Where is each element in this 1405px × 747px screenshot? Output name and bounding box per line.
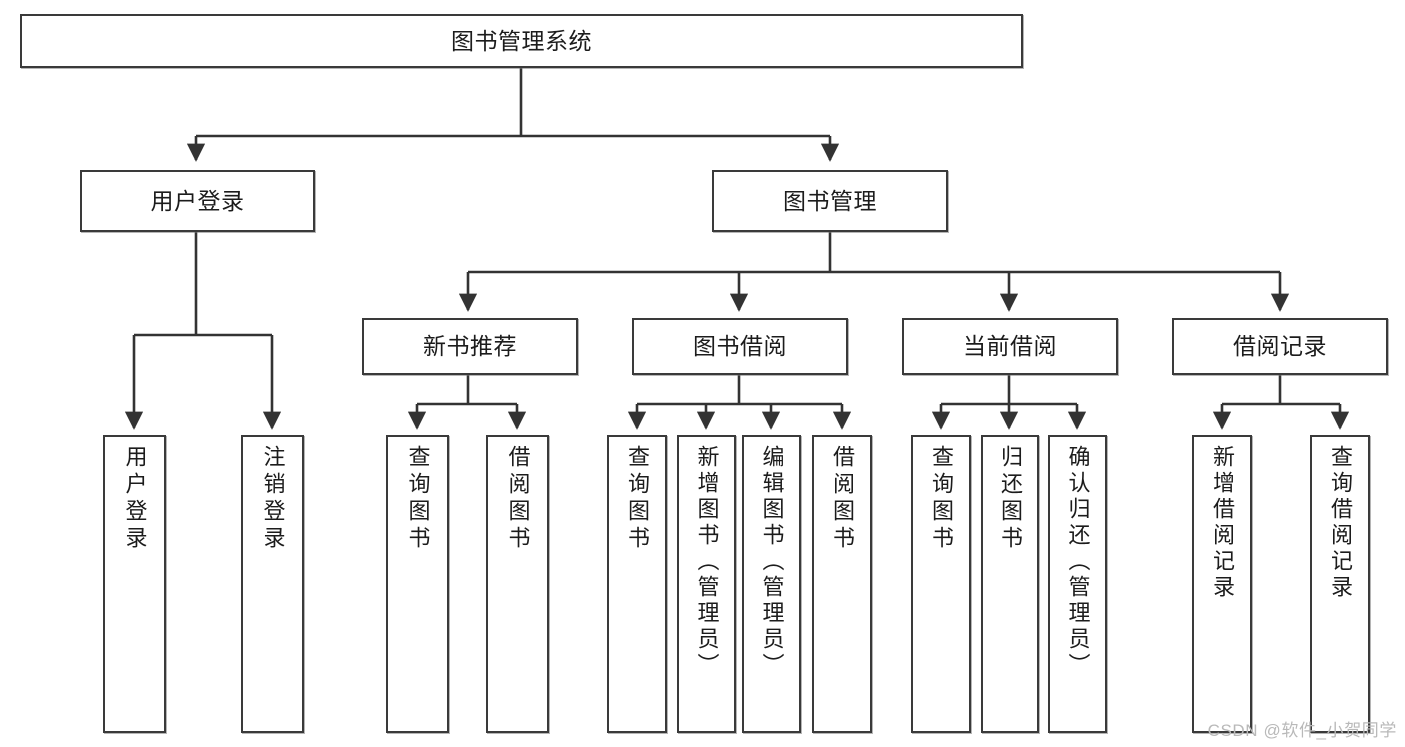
node-label: 编辑图书（管理员） xyxy=(759,445,785,679)
node-label: 查询图书 xyxy=(625,445,650,553)
leaf-borrow-record-query[interactable]: 查询借阅记录 xyxy=(1310,435,1370,733)
leaf-book-borrow-edit[interactable]: 编辑图书（管理员） xyxy=(742,435,801,733)
node-book-borrow[interactable]: 图书借阅 xyxy=(632,318,848,375)
node-label: 确认归还（管理员） xyxy=(1065,445,1091,679)
node-label: 用户登录 xyxy=(122,445,148,553)
leaf-new-book-query[interactable]: 查询图书 xyxy=(386,435,449,733)
node-label: 归还图书 xyxy=(998,445,1023,553)
leaf-borrow-record-add[interactable]: 新增借阅记录 xyxy=(1192,435,1252,733)
leaf-current-borrow-query[interactable]: 查询图书 xyxy=(911,435,971,733)
leaf-current-borrow-return[interactable]: 归还图书 xyxy=(981,435,1039,733)
node-label: 查询图书 xyxy=(405,445,431,553)
node-label: 借阅图书 xyxy=(505,445,531,553)
node-label: 借阅记录 xyxy=(1233,333,1327,360)
node-label: 新书推荐 xyxy=(423,333,517,360)
leaf-current-borrow-confirm-return[interactable]: 确认归还（管理员） xyxy=(1048,435,1107,733)
node-label: 查询图书 xyxy=(929,445,954,553)
node-root-system[interactable]: 图书管理系统 xyxy=(20,14,1023,68)
watermark-csdn: CSDN @软件_小贺同学 xyxy=(1207,721,1397,740)
node-label: 用户登录 xyxy=(150,187,245,214)
node-user-login[interactable]: 用户登录 xyxy=(80,170,315,232)
node-label: 新增借阅记录 xyxy=(1210,445,1235,601)
leaf-book-borrow-add[interactable]: 新增图书（管理员） xyxy=(677,435,736,733)
node-label: 新增图书（管理员） xyxy=(694,445,720,679)
node-book-management[interactable]: 图书管理 xyxy=(712,170,948,232)
node-label: 当前借阅 xyxy=(963,333,1057,360)
node-label: 图书管理 xyxy=(783,187,877,214)
node-current-borrow[interactable]: 当前借阅 xyxy=(902,318,1118,375)
node-borrow-record[interactable]: 借阅记录 xyxy=(1172,318,1388,375)
leaf-user-login-login[interactable]: 用户登录 xyxy=(103,435,166,733)
leaf-user-login-logout[interactable]: 注销登录 xyxy=(241,435,304,733)
node-label: 查询借阅记录 xyxy=(1328,445,1353,601)
node-label: 图书管理系统 xyxy=(451,27,592,54)
node-label: 注销登录 xyxy=(260,445,286,553)
node-label: 图书借阅 xyxy=(693,333,787,360)
leaf-book-borrow-borrow[interactable]: 借阅图书 xyxy=(812,435,872,733)
leaf-new-book-borrow[interactable]: 借阅图书 xyxy=(486,435,549,733)
node-label: 借阅图书 xyxy=(830,445,855,553)
leaf-book-borrow-query[interactable]: 查询图书 xyxy=(607,435,667,733)
node-new-book-recommend[interactable]: 新书推荐 xyxy=(362,318,578,375)
